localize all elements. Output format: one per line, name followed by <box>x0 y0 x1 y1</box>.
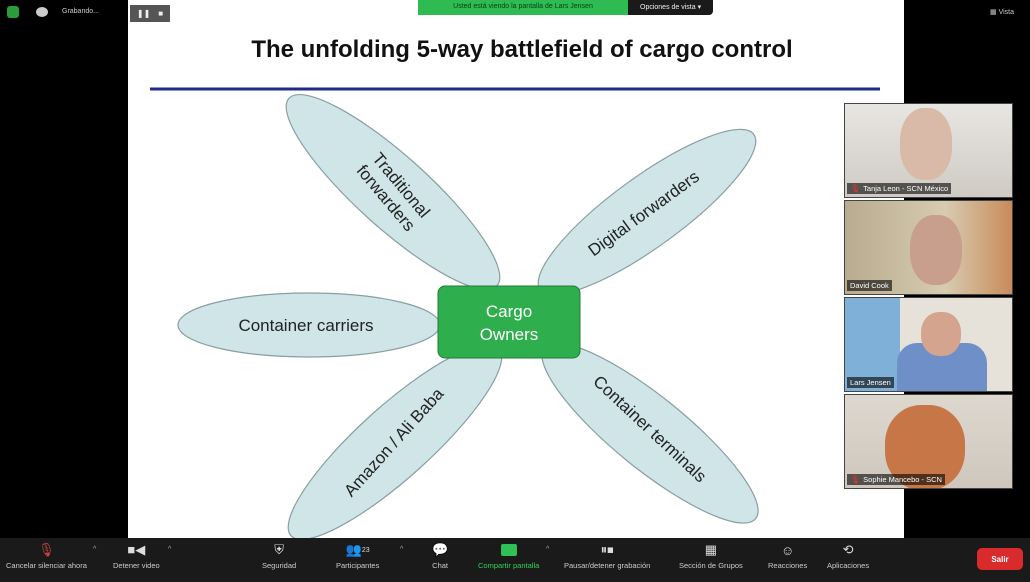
leave-button[interactable]: Salir <box>977 548 1023 570</box>
grid-icon: ▦ <box>990 9 999 16</box>
participant-count: 23 <box>361 546 370 554</box>
reactions-button[interactable]: ☺Reacciones <box>768 542 808 571</box>
pause-stop-recording-button[interactable]: ⏸⏹Pausar/detener grabación <box>564 542 651 570</box>
share-screen-icon <box>500 544 517 556</box>
smiley-icon: ☺ <box>780 542 795 558</box>
breakout-rooms-button[interactable]: ▦Sección de Grupos <box>679 542 743 570</box>
apps-icon: ⟲ <box>842 542 854 557</box>
participants-icon: 👥23 <box>345 542 370 557</box>
grid-icon: ▦ <box>704 542 718 557</box>
video-feed <box>900 108 952 180</box>
participant-tile[interactable]: 🎙Sophie Mancebo - SCN <box>844 394 1013 489</box>
video-options-caret[interactable]: ^ <box>168 546 172 553</box>
unmute-button[interactable]: 🎙Cancelar silenciar ahora <box>6 542 87 570</box>
shield-icon: ⛨ <box>274 542 284 557</box>
muted-mic-icon: 🎙 <box>38 542 55 557</box>
recording-controls[interactable]: ❚❚ ■ <box>130 5 170 22</box>
video-camera-icon: ■◀ <box>127 542 146 557</box>
shield-icon[interactable] <box>7 6 19 18</box>
share-options-caret[interactable]: ^ <box>546 546 550 553</box>
slide-title: The unfolding 5-way battlefield of cargo… <box>251 36 792 63</box>
apps-button[interactable]: ⟲Aplicaciones <box>827 542 870 570</box>
video-feed <box>910 215 962 285</box>
participants-caret[interactable]: ^ <box>400 546 404 553</box>
view-options-button[interactable]: Opciones de vista ▾ <box>628 0 714 15</box>
muted-mic-icon: 🎙 <box>850 184 861 193</box>
viewing-notice: Usted está viendo la pantalla de Lars Je… <box>418 0 628 15</box>
pause-stop-icon: ⏸⏹ <box>600 542 614 557</box>
share-screen-button[interactable]: Compartir pantalla <box>478 542 539 570</box>
petal-label: Container carriers <box>238 316 373 335</box>
participant-tile[interactable]: 🎙Tanja Leon - SCN México <box>844 103 1013 198</box>
participant-name: Lars Jensen <box>850 378 891 387</box>
audio-options-caret[interactable]: ^ <box>93 546 97 553</box>
participant-name: Tanja Leon - SCN México <box>863 184 949 193</box>
participant-name: Sophie Mancebo - SCN <box>863 475 942 484</box>
slide-diagram: The unfolding 5-way battlefield of cargo… <box>150 36 880 541</box>
center-label: Cargo <box>486 302 532 321</box>
center-label: Owners <box>480 325 539 344</box>
recording-label: Grabando... <box>62 8 99 15</box>
meeting-toolbar: 🎙Cancelar silenciar ahora ^ ■◀Detener vi… <box>0 538 1030 582</box>
pause-icon[interactable]: ❚❚ <box>136 9 151 18</box>
center-box <box>437 285 581 359</box>
chat-button[interactable]: 💬Chat <box>432 542 449 570</box>
view-label: Vista <box>998 9 1014 16</box>
chat-icon: 💬 <box>432 542 449 557</box>
screen-share-banner: Usted está viendo la pantalla de Lars Je… <box>418 0 714 15</box>
top-bar: Grabando... ❚❚ ■ ▦ Vista <box>0 0 1030 24</box>
security-button[interactable]: ⛨Seguridad <box>262 542 297 570</box>
participant-tile[interactable]: David Cook <box>844 200 1013 295</box>
stop-video-button[interactable]: ■◀Detener video <box>113 542 160 570</box>
stop-icon[interactable]: ■ <box>158 9 164 18</box>
shared-screen: The unfolding 5-way battlefield of cargo… <box>128 0 904 541</box>
participant-tile[interactable]: Lars Jensen <box>844 297 1013 392</box>
participant-name: David Cook <box>850 281 889 290</box>
view-button[interactable]: ▦ Vista <box>990 8 1014 16</box>
muted-mic-icon: 🎙 <box>850 475 861 484</box>
recording-icon <box>36 7 48 17</box>
